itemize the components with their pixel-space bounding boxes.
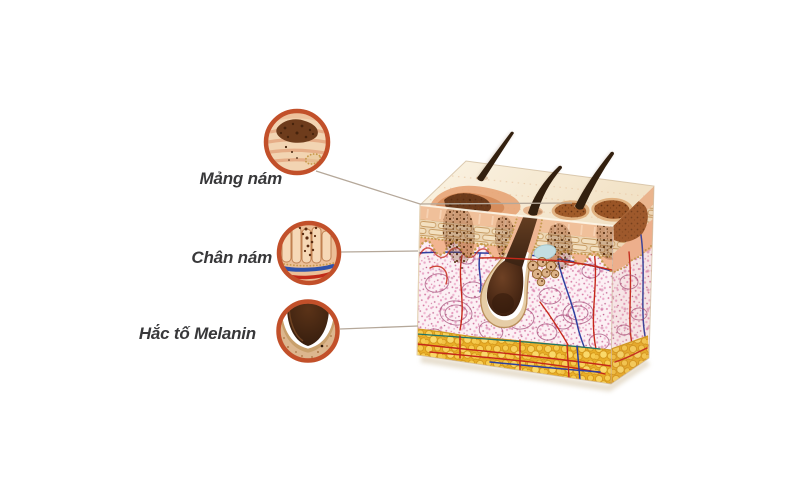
block-shadow — [420, 355, 650, 392]
callout-circle-hac-to-melanin — [276, 299, 340, 363]
label-hac-to-melanin: Hắc tố Melanin — [139, 324, 256, 343]
sebaceous-gland — [527, 244, 560, 287]
hair-left — [477, 131, 514, 182]
skin-front-face — [417, 205, 613, 384]
leader-lines — [315, 170, 573, 330]
hair-right — [575, 151, 614, 210]
leader-chan-nam — [340, 250, 419, 253]
melasma-pigment-roots — [442, 205, 613, 270]
leader-hac-to-melanin — [339, 325, 419, 330]
callout-circle-chan-nam — [276, 220, 342, 286]
fat-layer — [417, 328, 612, 384]
melasma-patch-right2 — [591, 197, 633, 222]
callout-circle-mang-nam — [263, 108, 331, 176]
leader-mang-nam — [315, 170, 573, 205]
skin-right-face — [611, 186, 654, 384]
block-edges — [416, 160, 655, 385]
label-chan-nam: Chân nám — [191, 248, 272, 267]
label-mang-nam: Mảng nám — [200, 169, 283, 188]
